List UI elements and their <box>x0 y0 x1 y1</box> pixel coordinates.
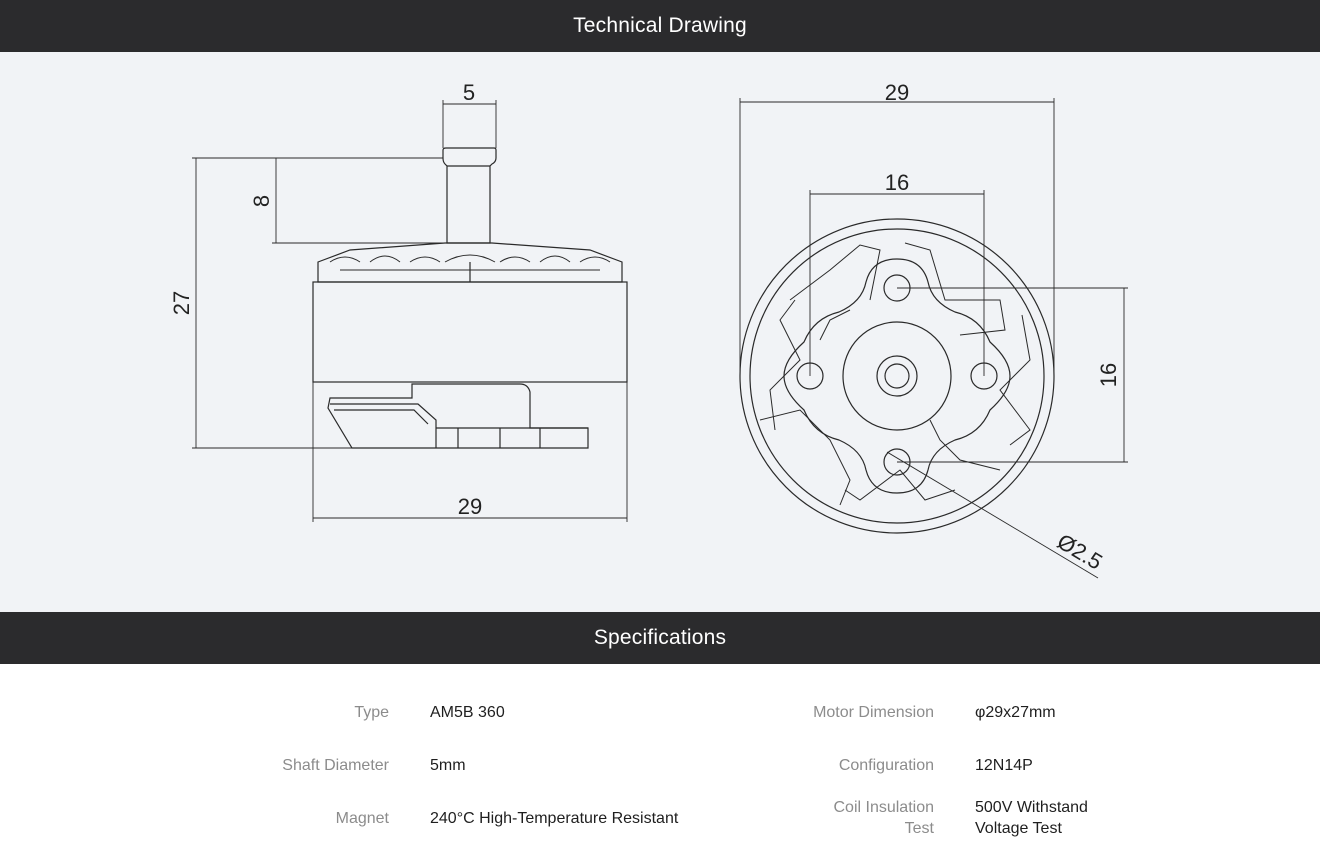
dim-base-width-label: 29 <box>458 494 482 519</box>
spec-label-configuration: Configuration <box>838 757 934 774</box>
dim-shaft-width <box>442 100 497 148</box>
dim-hole-spacing-vertical <box>897 287 1128 463</box>
bottom-view: 29 16 16 Ø2.5 <box>739 80 1128 579</box>
dim-hole-spacing-vertical-label: 16 <box>1096 363 1121 387</box>
motor-inner-ring <box>749 228 1045 524</box>
technical-drawing-title: Technical Drawing <box>573 14 747 37</box>
dim-total-height-label: 27 <box>169 291 194 315</box>
spec-value-coil-insulation-line1: 500V Withstand <box>975 799 1088 816</box>
motor-bell-body <box>312 281 628 383</box>
spec-value-motor-dimension: φ29x27mm <box>975 704 1056 721</box>
spec-label-coil-insulation-line2: Test <box>904 820 934 837</box>
spec-value-type: AM5B 360 <box>430 704 505 721</box>
dim-outer-diameter-label: 29 <box>885 80 909 105</box>
dim-base-width <box>312 382 628 522</box>
dim-hole-diameter-leader <box>886 451 1099 579</box>
spec-label-motor-dimension: Motor Dimension <box>813 704 934 721</box>
dim-shaft-length <box>272 157 447 244</box>
base-wire-mount <box>330 403 588 448</box>
spec-value-configuration: 12N14P <box>975 757 1033 774</box>
spec-label-coil-insulation-line1: Coil Insulation <box>833 799 935 816</box>
technical-drawing-header: Technical Drawing <box>0 0 1320 52</box>
technical-drawing-svg: 5 8 27 29 <box>169 80 1128 579</box>
shaft-bore-outer <box>876 355 918 397</box>
spec-label-shaft-diameter: Shaft Diameter <box>282 757 389 774</box>
spec-value-shaft-diameter: 5mm <box>430 757 466 774</box>
motor-shaft <box>442 147 497 244</box>
spec-label-coil-insulation: Coil Insulation Test <box>740 797 935 839</box>
spec-label-magnet: Magnet <box>335 810 389 827</box>
dim-hole-spacing-horizontal <box>809 190 985 376</box>
side-view: 5 8 27 29 <box>169 80 628 522</box>
dim-shaft-width-label: 5 <box>463 80 475 105</box>
bell-top-pattern <box>329 254 611 271</box>
motor-outer-ring <box>739 218 1055 534</box>
dim-total-height <box>192 157 352 449</box>
dim-outer-diameter <box>739 98 1055 376</box>
dim-shaft-length-label: 8 <box>249 195 274 207</box>
spec-value-coil-insulation: 500V Withstand Voltage Test <box>975 797 1275 839</box>
spec-label-type: Type <box>354 704 389 721</box>
technical-drawing-area: 5 8 27 29 <box>0 52 1320 612</box>
spec-value-coil-insulation-line2: Voltage Test <box>975 820 1062 837</box>
specifications-table: Type AM5B 360 Shaft Diameter 5mm Magnet … <box>0 664 1320 854</box>
bottom-spokes <box>759 242 1031 506</box>
dim-hole-spacing-horizontal-label: 16 <box>885 170 909 195</box>
shaft-bore-inner <box>884 363 910 389</box>
motor-base <box>327 383 589 449</box>
specifications-title: Specifications <box>593 626 727 649</box>
spec-value-magnet: 240°C High-Temperature Resistant <box>430 810 679 827</box>
mount-center-hub <box>842 321 952 431</box>
specifications-header: Specifications <box>0 612 1320 664</box>
motor-mount-cross <box>783 258 1011 494</box>
